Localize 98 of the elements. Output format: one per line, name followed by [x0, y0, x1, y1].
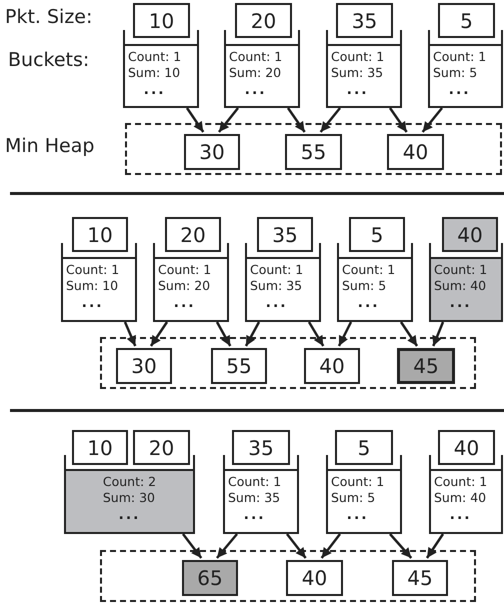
count-text: Count: 2 — [102, 474, 156, 490]
packet-box: 35 — [232, 430, 290, 465]
packet-box: 5 — [335, 430, 393, 465]
heap-container — [100, 337, 476, 389]
count-text: Count: 1 — [434, 262, 488, 278]
bucket — [64, 455, 195, 534]
bucket — [429, 243, 503, 322]
count-text: Count: 1 — [434, 474, 488, 490]
arrow — [308, 321, 324, 347]
packet-box: 40 — [442, 217, 498, 252]
arrow — [216, 533, 238, 559]
bucket — [123, 30, 199, 108]
ellipsis: ... — [244, 508, 266, 522]
sum-text: Sum: 10 — [66, 278, 120, 294]
packet-box: 5 — [438, 3, 495, 38]
ellipsis: ... — [450, 508, 472, 522]
bucket — [153, 243, 229, 322]
arrow — [426, 533, 444, 559]
ellipsis: ... — [346, 508, 369, 522]
arrow — [186, 107, 204, 133]
arrow — [320, 533, 341, 559]
bucket — [326, 455, 402, 534]
packet-box: 35 — [336, 3, 393, 38]
bucket — [245, 243, 321, 322]
sum-text: Sum: 35 — [250, 278, 304, 294]
arrow — [389, 533, 412, 559]
bucket — [61, 243, 137, 322]
arrow — [216, 321, 232, 347]
heap-node: 30 — [184, 134, 240, 170]
sum-text: Sum: 35 — [228, 490, 282, 506]
sum-text: Sum: 20 — [158, 278, 212, 294]
heap-node: 55 — [211, 348, 267, 384]
heap-node: 65 — [182, 560, 238, 596]
row-label: Buckets: — [8, 49, 90, 71]
arrow — [182, 533, 202, 559]
ellipsis: ... — [358, 296, 380, 310]
arrow — [286, 533, 307, 559]
arrow — [150, 321, 168, 347]
count-text: Count: 1 — [331, 49, 384, 65]
count-text: Count: 1 — [342, 262, 396, 278]
ellipsis: ... — [346, 83, 369, 97]
bucket — [337, 243, 413, 322]
ellipsis: ... — [448, 83, 471, 97]
packet-box: 20 — [235, 3, 292, 38]
ellipsis: ... — [144, 83, 166, 97]
arrow — [320, 107, 341, 133]
heap-container — [125, 123, 502, 175]
bucket — [224, 30, 300, 108]
packet-box: 35 — [257, 217, 313, 252]
count-text: Count: 1 — [128, 49, 182, 65]
sum-text: Sum: 20 — [229, 65, 282, 81]
packet-box: 10 — [72, 217, 128, 252]
bucket — [428, 30, 503, 108]
sum-text: Sum: 35 — [331, 65, 384, 81]
heap-node: 30 — [116, 348, 172, 384]
row-label: Pkt. Size: — [5, 6, 92, 28]
sum-text: Sum: 5 — [342, 278, 388, 294]
bucket — [429, 455, 503, 534]
count-text: Count: 1 — [331, 474, 384, 490]
sum-text: Sum: 5 — [433, 65, 478, 81]
sum-text: Sum: 30 — [102, 490, 156, 506]
sum-text: Sum: 40 — [434, 490, 488, 506]
count-text: Count: 1 — [66, 262, 120, 278]
ellipsis: ... — [174, 296, 196, 310]
row-label: Min Heap — [5, 135, 94, 157]
count-text: Count: 1 — [158, 262, 212, 278]
packet-box: 40 — [438, 430, 495, 465]
sum-text: Sum: 40 — [434, 278, 488, 294]
heap-node: 40 — [304, 348, 360, 384]
ellipsis: ... — [266, 296, 288, 310]
arrow — [218, 107, 239, 133]
sum-text: Sum: 5 — [331, 490, 376, 506]
ellipsis: ... — [244, 83, 267, 97]
heap-container — [100, 550, 476, 602]
ellipsis: ... — [118, 508, 140, 522]
bucket — [223, 455, 299, 534]
heap-node: 45 — [392, 560, 448, 596]
sum-text: Sum: 10 — [128, 65, 182, 81]
arrow — [432, 322, 444, 346]
count-text: Count: 1 — [229, 49, 282, 65]
arrow — [244, 321, 260, 347]
packet-box: 10 — [133, 3, 190, 38]
count-text: Count: 1 — [228, 474, 282, 490]
count-text: Count: 1 — [250, 262, 304, 278]
ellipsis: ... — [82, 296, 104, 310]
arrow — [422, 107, 443, 133]
arrow — [338, 321, 352, 347]
heap-node: 55 — [285, 134, 342, 170]
count-text: Count: 1 — [433, 49, 486, 65]
heap-node: 40 — [286, 560, 343, 596]
packet-box: 10 — [72, 430, 128, 465]
packet-box: 5 — [349, 217, 405, 252]
heap-node: 45 — [397, 348, 455, 384]
bucket — [326, 30, 402, 108]
packet-box: 20 — [165, 217, 221, 252]
ellipsis: ... — [450, 296, 472, 310]
heap-node: 40 — [387, 134, 444, 170]
packet-box: 20 — [133, 430, 190, 465]
